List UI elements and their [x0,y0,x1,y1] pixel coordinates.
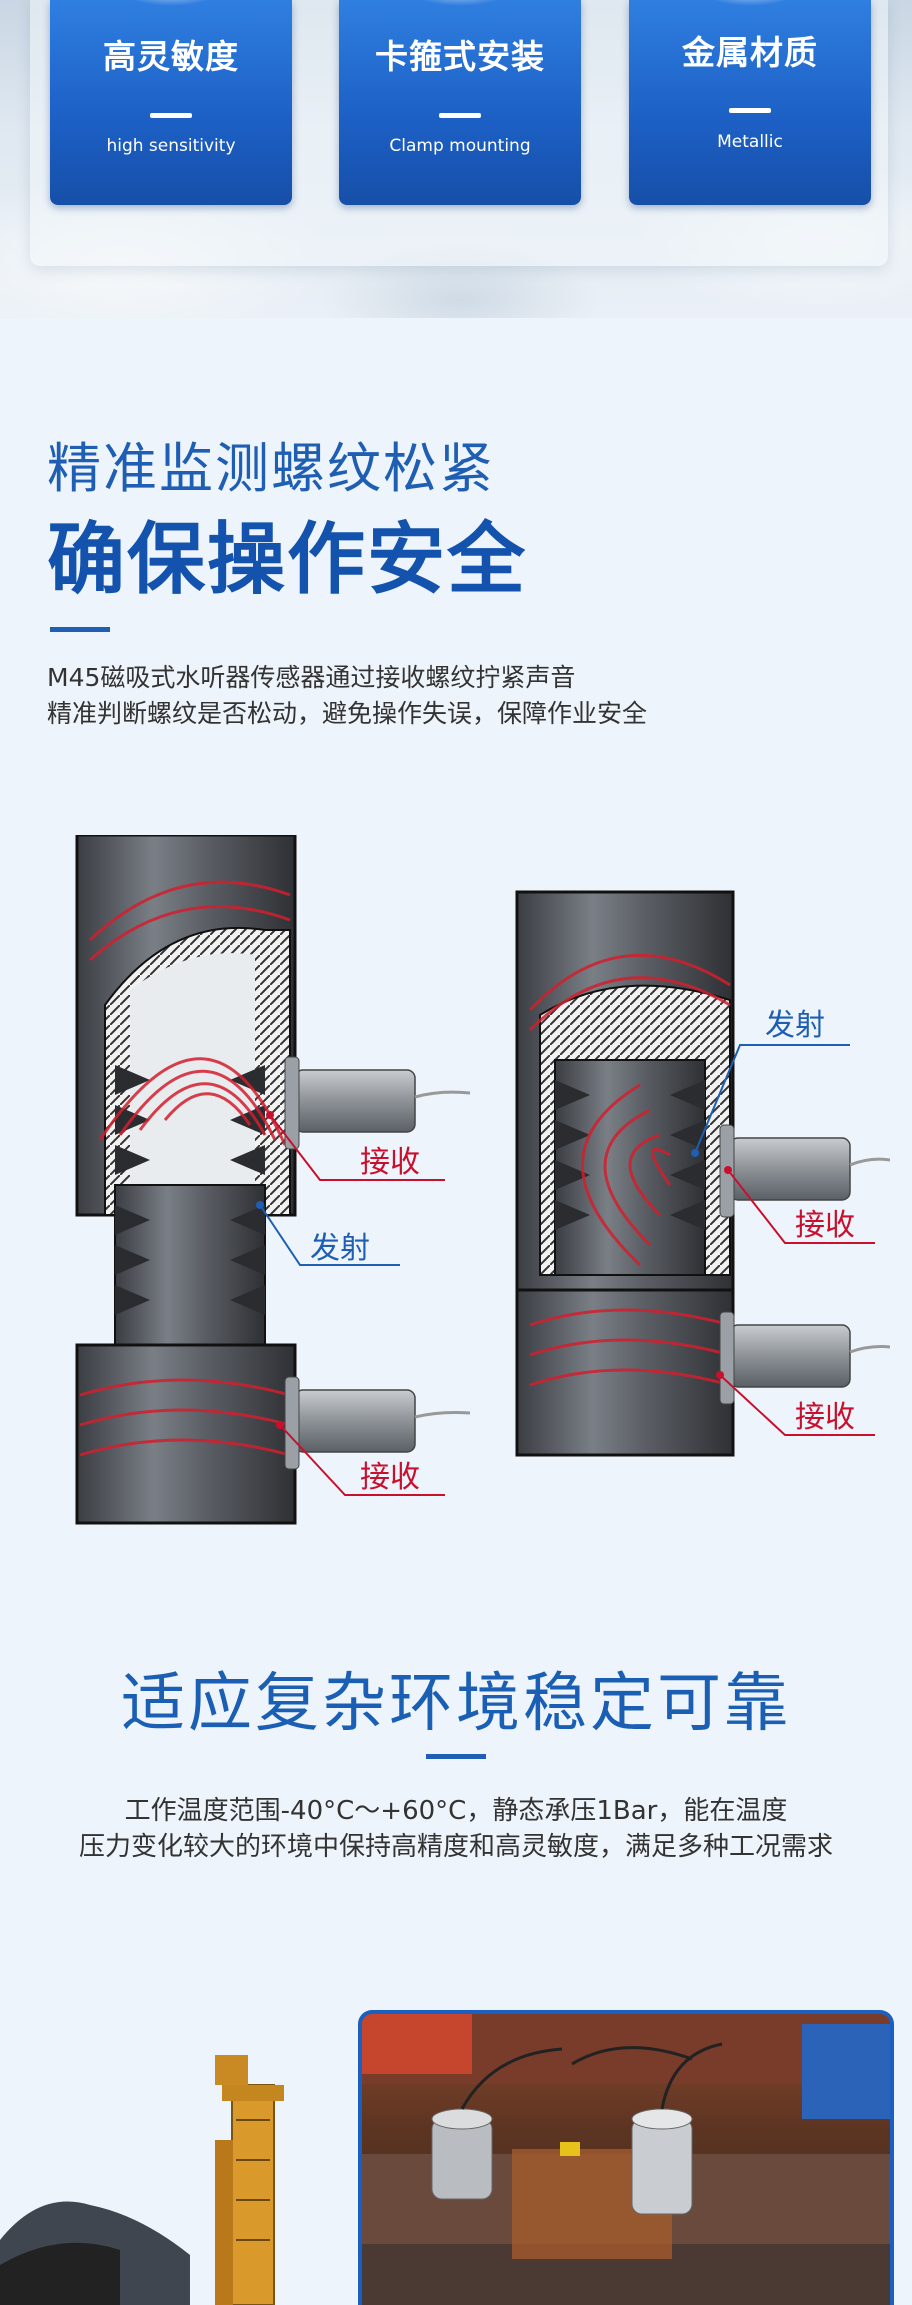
field-photo-illustration [362,2014,890,2305]
field-installation-photo [358,2010,894,2305]
feature-divider [729,108,771,113]
left-assembly: 接收 发射 接收 [75,835,471,1525]
label-emit: 发射 [765,1008,825,1043]
description-line: 压力变化较大的环境中保持高精度和高灵敏度，满足多种工况需求 [78,1832,833,1862]
label-receive: 接收 [795,1400,855,1435]
section2-description: 工作温度范围-40°C～+60°C，静态承压1Bar，能在温度 压力变化较大的环… [0,1793,912,1865]
feature-title: 金属材质 [682,33,818,72]
card-glow [405,0,515,6]
drilling-rig-image [0,2055,284,2305]
feature-card-clamp: 卡箍式安装 Clamp mounting [339,0,581,205]
section1-title: 精准监测螺纹松紧 [47,437,495,500]
section1-description: M45磁吸式水听器传感器通过接收螺纹拧紧声音 精准判断螺纹是否松动，避免操作失误… [47,660,647,732]
feature-banner: 高灵敏度 high sensitivity 卡箍式安装 Clamp mounti… [0,0,912,318]
section2-divider [426,1754,486,1759]
feature-title: 卡箍式安装 [375,37,545,76]
feature-subtitle: Clamp mounting [389,136,531,156]
sensor-photo [631,2108,693,2215]
feature-subtitle: Metallic [717,132,783,152]
feature-card-metal: 金属材质 Metallic [629,0,871,205]
label-receive: 接收 [795,1208,855,1243]
description-line: 精准判断螺纹是否松动，避免操作失误，保障作业安全 [47,699,648,728]
label-receive: 接收 [360,1145,420,1180]
description-line: M45磁吸式水听器传感器通过接收螺纹拧紧声音 [47,663,576,692]
section1-headline: 确保操作安全 [47,515,528,605]
section1-divider [50,627,110,632]
label-receive: 接收 [360,1460,420,1495]
feature-divider [150,113,192,118]
feature-card-sensitivity: 高灵敏度 high sensitivity [50,0,292,205]
right-assembly: 发射 接收 接收 [515,890,890,1457]
sensor-photo [431,2108,493,2200]
feature-subtitle: high sensitivity [106,136,236,156]
section2-title: 适应复杂环境稳定可靠 [121,1667,791,1741]
thread-diagram: 接收 发射 接收 发射 [75,835,890,1525]
description-line: 工作温度范围-40°C～+60°C，静态承压1Bar，能在温度 [124,1796,788,1826]
label-emit: 发射 [310,1231,370,1266]
feature-divider [439,113,481,118]
feature-title: 高灵敏度 [103,37,239,76]
card-glow [116,0,226,6]
card-glow [695,0,805,6]
